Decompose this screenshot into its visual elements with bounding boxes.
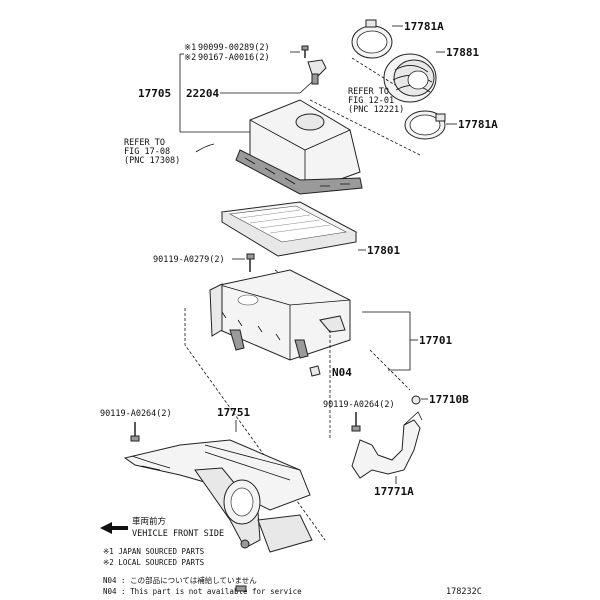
label-22204: 22204 xyxy=(186,87,219,100)
air-duct-17751 xyxy=(123,439,313,553)
label-90119-a0264-right: 90119-A0264(2) xyxy=(323,400,395,410)
label-17881: 17881 xyxy=(446,46,479,59)
label-17781a-top: 17781A xyxy=(404,20,444,33)
hose-17881 xyxy=(383,53,437,103)
screw-top-icon xyxy=(301,45,309,58)
refer-b-line2: FIG 17-08 xyxy=(124,147,170,157)
leader-refer-b xyxy=(195,143,215,153)
label-90167: 90167-A0016(2) xyxy=(198,53,270,63)
dash-hose-bottom xyxy=(309,99,421,156)
vehicle-front-arrow-icon xyxy=(100,522,128,534)
clamp-17781a-bottom xyxy=(404,110,446,140)
bracket-17771a xyxy=(351,411,423,479)
small-bolt-footer-icon xyxy=(235,585,247,592)
diagram-id: 178232C xyxy=(446,587,482,597)
clamp-17781a-top xyxy=(351,19,393,59)
grommet-17710b-icon xyxy=(411,395,421,405)
mark-1: ※1 xyxy=(184,43,196,53)
refer-a-line1: REFER TO xyxy=(348,87,389,97)
note-n04-jp: N04 : この部品については補給していません xyxy=(103,575,257,585)
refer-b-line3: (PNC 17308) xyxy=(124,156,180,166)
mark-2: ※2 xyxy=(184,53,196,63)
refer-a-line3: (PNC 12221) xyxy=(348,105,404,115)
label-17710b: 17710B xyxy=(429,393,469,406)
label-17801: 17801 xyxy=(367,244,400,257)
screw-a0264-left-icon xyxy=(130,422,140,442)
label-17701: 17701 xyxy=(419,334,452,347)
legend-local-sourced: ※2 LOCAL SOURCED PARTS xyxy=(103,558,205,567)
label-90099: 90099-00289(2) xyxy=(198,43,270,53)
label-90119-a0264-left: 90119-A0264(2) xyxy=(100,409,172,419)
screw-a0264-right-icon xyxy=(351,412,361,432)
bracket-17701 xyxy=(362,311,411,371)
leader-22204-end xyxy=(299,81,313,94)
screw-a0279-icon xyxy=(246,253,255,272)
legend-japan-sourced: ※1 JAPAN SOURCED PARTS xyxy=(103,547,205,556)
air-cleaner-cap-17705 xyxy=(235,99,363,195)
label-17705: 17705 xyxy=(138,87,171,100)
sensor-22204 xyxy=(307,59,327,85)
n04-part xyxy=(309,365,321,377)
dash-hose-top xyxy=(351,57,396,86)
front-label-en: VEHICLE FRONT SIDE xyxy=(132,529,224,539)
note-n04-en: N04 : This part is not available for ser… xyxy=(103,587,302,596)
label-n04: N04 xyxy=(332,366,352,379)
label-17781a-bottom: 17781A xyxy=(458,118,498,131)
label-17771a: 17771A xyxy=(374,485,414,498)
front-label-jp: 車両前方 xyxy=(132,516,166,527)
air-cleaner-case-17701 xyxy=(209,269,351,361)
filter-element-17801 xyxy=(220,201,358,257)
dash-case-bracket xyxy=(369,349,411,391)
label-17751: 17751 xyxy=(217,406,250,419)
refer-b-line1: REFER TO xyxy=(124,138,165,148)
label-90119-a0279: 90119-A0279(2) xyxy=(153,255,225,265)
refer-a-line2: FIG 12-01 xyxy=(348,96,394,106)
